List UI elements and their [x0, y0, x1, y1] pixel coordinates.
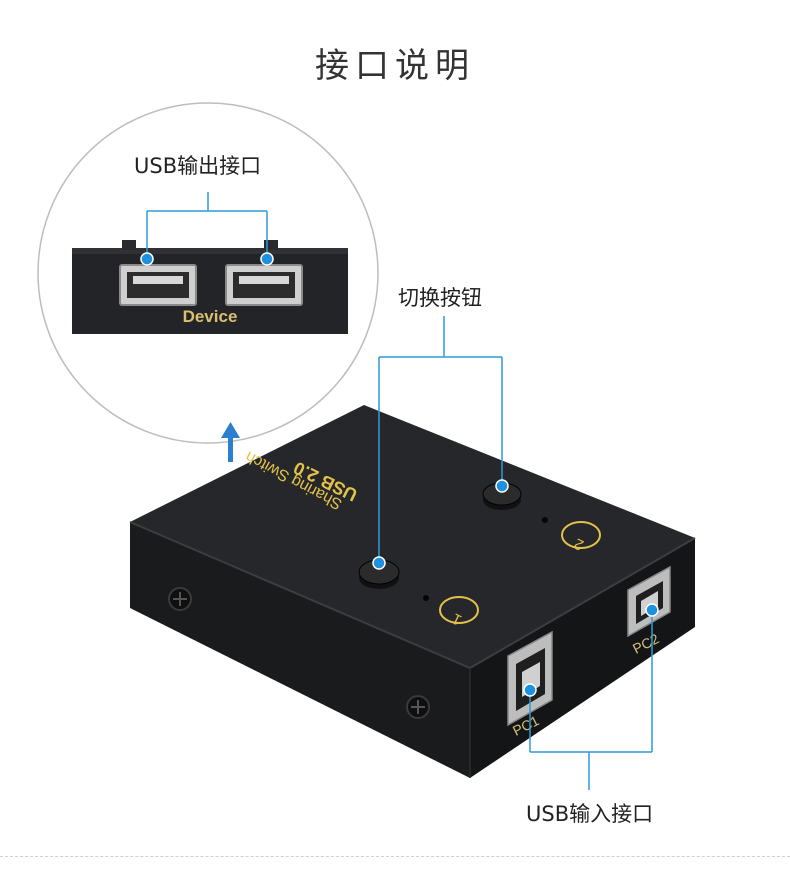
device-top-face [130, 405, 695, 668]
led-1 [423, 595, 429, 601]
callout-usb-output: USB输出接口 [134, 154, 262, 178]
output-dot-1 [140, 252, 154, 266]
led-2 [542, 517, 548, 523]
callout-switch-button: 切换按钮 [398, 286, 482, 310]
button-dot-1 [372, 556, 386, 570]
input-dot-1 [523, 683, 537, 697]
page-title: 接口说明 [315, 46, 475, 86]
screw-2 [406, 695, 430, 719]
output-dot-2 [260, 252, 274, 266]
usb-output-leader [146, 192, 268, 259]
callout-usb-input: USB输入接口 [526, 802, 654, 826]
usb-a-port-2 [225, 264, 303, 306]
usb-b-port-pc2 [627, 565, 671, 638]
usb-input-leader [529, 610, 653, 790]
usb-a-port-1 [119, 264, 197, 306]
button-dot-2 [495, 479, 509, 493]
output-panel-label: Device [183, 307, 238, 326]
switch-device: USB 2.0 Sharing Switch 1 2 [129, 405, 696, 778]
switch-button-leader [378, 316, 503, 563]
output-panel: Device [72, 240, 348, 334]
device-front-face [130, 522, 470, 778]
input-dot-2 [645, 603, 659, 617]
up-arrow-icon [221, 422, 240, 462]
screw-1 [168, 587, 192, 611]
bottom-divider [0, 856, 790, 857]
switch-button-2[interactable] [482, 482, 522, 510]
